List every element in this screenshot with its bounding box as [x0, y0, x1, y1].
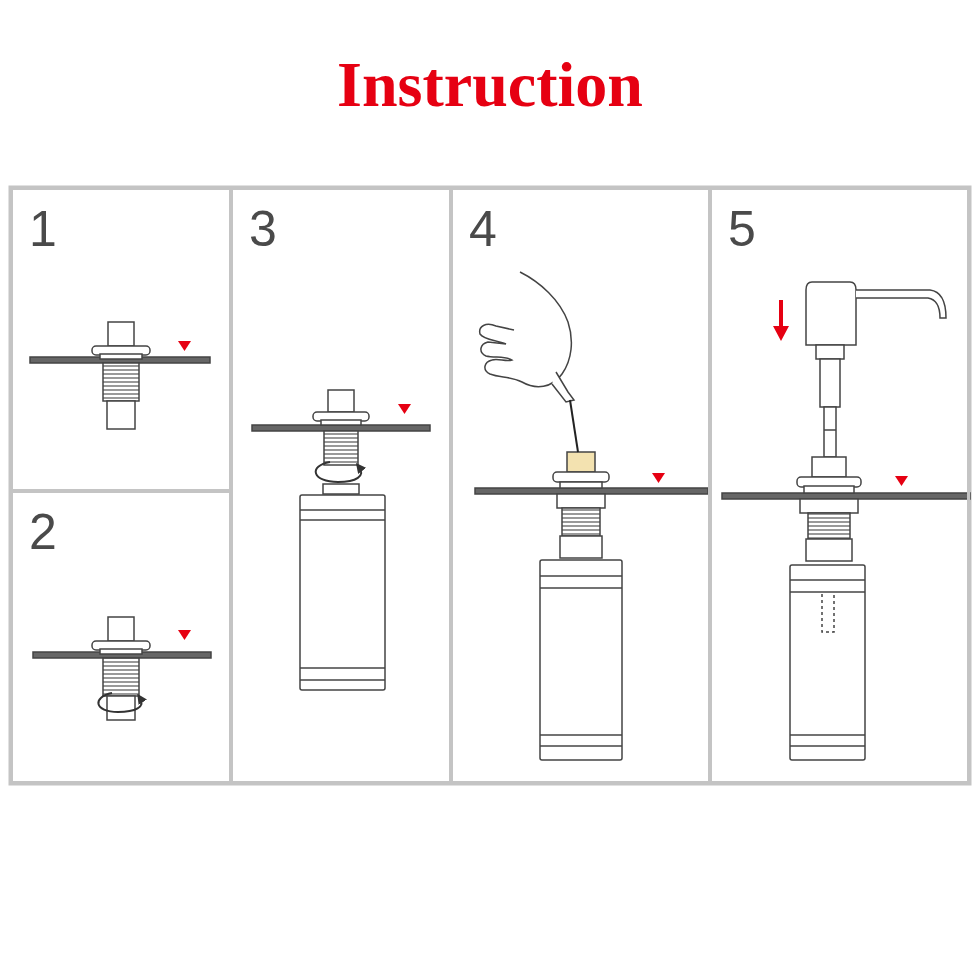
refill-step4: [475, 272, 708, 760]
step-panel: 5: [709, 187, 970, 784]
fitting-step1: [30, 322, 210, 429]
step-panel: 2: [10, 490, 232, 784]
step-number: 3: [249, 204, 277, 254]
diagram-title: Instruction: [0, 48, 980, 122]
step-number: 1: [29, 204, 57, 254]
step-number: 5: [728, 204, 756, 254]
fitting-step2: [33, 617, 211, 720]
bottle-step3: [252, 390, 430, 690]
step-panel: 1: [10, 187, 232, 492]
pump-step5: [722, 282, 970, 760]
step-panel: 3: [230, 187, 452, 784]
step-number: 2: [29, 507, 57, 557]
step-number: 4: [469, 204, 497, 254]
outer-frame: [10, 187, 970, 784]
step-panel: 4: [450, 187, 711, 784]
